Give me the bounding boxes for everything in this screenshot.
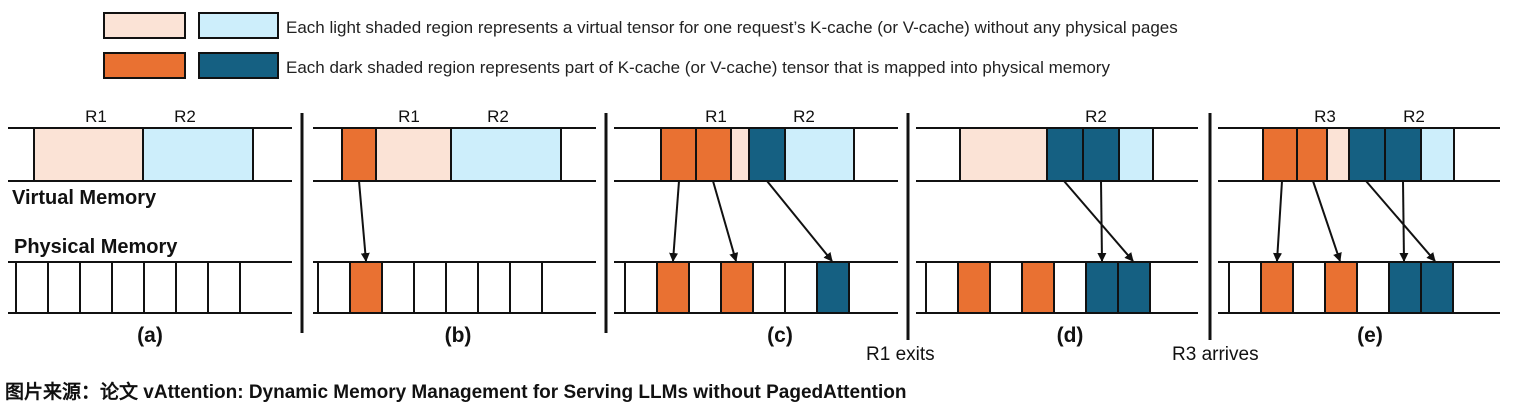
panel-c: R1 R2 (c) [614, 107, 898, 347]
physical-memory-label: Physical Memory [14, 236, 178, 258]
legend-light-blue-swatch [198, 12, 279, 39]
event-r3-arrives: R3 arrives [1172, 344, 1259, 365]
event-r1-exits: R1 exits [866, 344, 935, 365]
figure-caption: 图片来源：论文 vAttention: Dynamic Memory Manag… [5, 380, 907, 403]
request-label: R1 [705, 107, 727, 126]
legend: Each light shaded region represents a vi… [103, 12, 1178, 79]
request-label: R2 [793, 107, 815, 126]
request-label: R2 [1403, 107, 1425, 126]
legend-light-text: Each light shaded region represents a vi… [286, 18, 1178, 37]
panel-separators [300, 113, 1212, 340]
legend-dark-text: Each dark shaded region represents part … [286, 58, 1110, 77]
request-label: R2 [1085, 107, 1107, 126]
legend-dark-blue-swatch [198, 52, 279, 79]
request-label: R1 [398, 107, 420, 126]
legend-dark-orange-swatch [103, 52, 186, 79]
virtual-memory-label: Virtual Memory [12, 187, 157, 209]
legend-light-orange-swatch [103, 12, 186, 39]
request-label: R1 [85, 107, 107, 126]
request-label: R3 [1314, 107, 1336, 126]
panel-a: R1 R2 Virtual Memory Physical Memory (a) [8, 107, 292, 347]
request-label: R2 [487, 107, 509, 126]
panel-label: (e) [1357, 324, 1383, 347]
request-label: R2 [174, 107, 196, 126]
panel-label: (c) [767, 324, 793, 347]
panel-b: R1 R2 (b) [313, 107, 596, 347]
panel-e: R3 R2 (e) [1218, 107, 1500, 347]
panel-label: (a) [137, 324, 163, 347]
panel-label: (d) [1057, 324, 1084, 347]
panel-label: (b) [445, 324, 472, 347]
panel-d: R2 (d) [916, 107, 1198, 347]
